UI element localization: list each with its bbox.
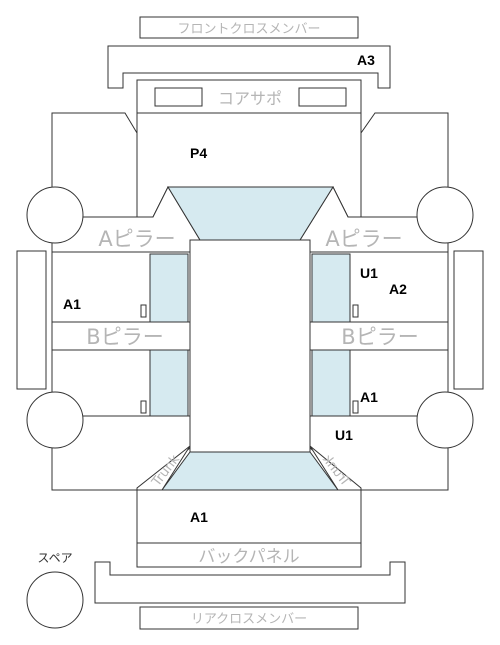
wheel-front-left[interactable] [26, 186, 84, 244]
trunk-lid[interactable] [136, 489, 362, 544]
spare-tire[interactable] [26, 571, 84, 629]
core-support-label: コアサポ [218, 89, 282, 108]
back-panel-box[interactable] [136, 542, 362, 568]
door-handle-front-right[interactable] [352, 304, 359, 318]
b-pillar-right[interactable] [309, 321, 449, 351]
a-pillar-right-label: Aピラー [325, 227, 402, 251]
rear-cross-member-box[interactable] [139, 606, 359, 630]
side-window-rear-left[interactable] [149, 349, 189, 417]
wheel-rear-left[interactable] [26, 391, 84, 449]
b-pillar-left[interactable] [51, 321, 191, 351]
front-cross-member-box[interactable] [139, 16, 359, 39]
damage-code-p4: P4 [190, 145, 207, 161]
damage-code-a1-left: A1 [63, 296, 81, 312]
headlight-right[interactable] [298, 87, 347, 107]
damage-code-a2-right: A2 [389, 281, 407, 297]
side-window-front-right[interactable] [311, 253, 351, 323]
wheel-rear-right[interactable] [416, 391, 474, 449]
rear-cross-member-label: リアクロスメンバー [191, 612, 307, 627]
a-pillar-left-label: Aピラー [98, 227, 175, 251]
door-handle-front-left[interactable] [140, 304, 147, 318]
door-handle-rear-right[interactable] [352, 400, 359, 414]
front-cross-member-label: フロントクロスメンバー [177, 22, 320, 37]
side-window-front-left[interactable] [149, 253, 189, 323]
damage-code-u1-right-upper: U1 [360, 265, 378, 281]
wheel-front-right[interactable] [416, 186, 474, 244]
b-pillar-right-label: Bピラー [341, 325, 418, 349]
door-handle-rear-left[interactable] [140, 400, 147, 414]
roof-panel[interactable] [189, 239, 311, 453]
damage-code-a1-back: A1 [190, 509, 208, 525]
spare-label: スペア [37, 551, 72, 565]
headlight-left[interactable] [154, 87, 203, 107]
side-window-rear-right[interactable] [311, 349, 351, 417]
back-panel-label: バックパネル [198, 547, 299, 567]
rear-window[interactable] [161, 451, 339, 491]
damage-code-a1-right: A1 [360, 389, 378, 405]
rear-bumper-bracket[interactable] [94, 561, 406, 604]
b-pillar-left-label: Bピラー [86, 325, 163, 349]
side-step-left[interactable] [16, 250, 47, 390]
damage-code-a3: A3 [357, 52, 375, 68]
front-bumper-bracket[interactable] [107, 45, 391, 89]
side-step-right[interactable] [453, 250, 484, 390]
damage-code-u1-right-lower: U1 [335, 427, 353, 443]
